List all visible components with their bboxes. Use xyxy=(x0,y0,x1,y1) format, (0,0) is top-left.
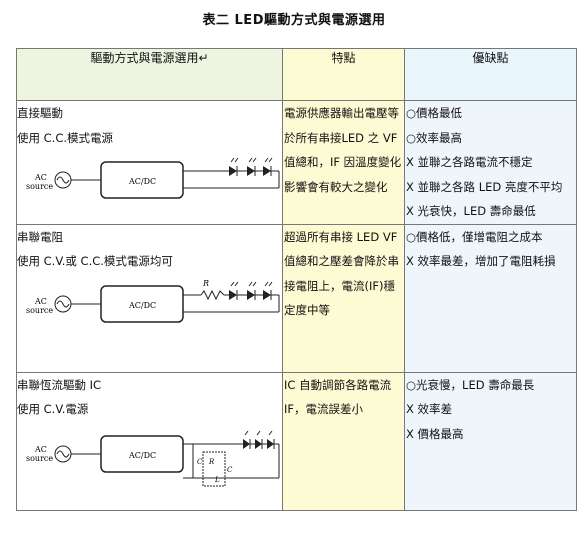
resistor-icon xyxy=(200,289,225,300)
pros-cons-item: X 並聯之各路電流不穩定 xyxy=(406,155,533,169)
row-supply: 使用 C.C.模式電源 xyxy=(17,130,114,145)
row-supply: 使用 C.V.或 C.C.模式電源均可 xyxy=(17,254,173,268)
row-supply: 使用 C.V.電源 xyxy=(17,402,89,416)
features-cell: IC 自動調節各路電流 IF，電流誤差小 xyxy=(282,371,405,511)
acdc-box xyxy=(100,434,184,473)
pros-cons-item: ○價格最低 xyxy=(406,106,463,120)
acdc-box xyxy=(100,284,184,323)
pros-cons-item: ○價格低，僅增電阻之成本 xyxy=(406,229,543,244)
features-text: 電源供應器輸出電壓等於所有串接LED 之 VF 值總和，IF 因溫度變化影響會有… xyxy=(284,106,402,194)
capacitor-label-2: C xyxy=(227,466,233,474)
circuit-diagram-resistor: AC source AC/DC R xyxy=(26,279,280,323)
resistor-label: R xyxy=(208,458,215,466)
acdc-box xyxy=(100,161,184,199)
pros-cons-cell: ○價格最低 ○效率最高 X 並聯之各路電流不穩定 X 並聯之各路 LED 亮度不… xyxy=(404,100,577,225)
pros-cons-item: X 效率差 xyxy=(406,402,453,416)
source-label: source xyxy=(26,182,53,191)
table-row: 串聯電阻 使用 C.V.或 C.C.模式電源均可 AC source AC/DC… xyxy=(16,223,577,373)
circuit-diagram-direct: AC source AC/DC xyxy=(26,157,280,199)
header-pros-cons: 優缺點 xyxy=(404,48,577,101)
pros-cons-item: X 價格最高 xyxy=(406,426,464,441)
features-cell: 超過所有串接 LED VF 值總和之壓差會降於串接電阻上，電流(IF)穩定度中等 xyxy=(282,223,405,373)
acdc-label: AC/DC xyxy=(128,301,156,310)
inductor-label: L xyxy=(214,476,220,484)
pros-cons-item: ○光衰慢，LED 壽命最長 xyxy=(406,377,535,392)
acdc-label: AC/DC xyxy=(128,177,156,186)
led-string-icon xyxy=(229,281,273,300)
drive-method-cell: 串聯電阻 使用 C.V.或 C.C.模式電源均可 AC source AC/DC… xyxy=(16,223,283,373)
source-label: source xyxy=(26,454,53,463)
pros-cons-item: X 效率最差，增加了電阻耗損 xyxy=(406,254,556,268)
circuit-diagram-ic: AC source AC/DC C R C L xyxy=(26,430,280,486)
acdc-label: AC/DC xyxy=(128,451,156,460)
row-name: 串聯恆流驅動 IC xyxy=(17,377,102,392)
features-text: IC 自動調節各路電流 IF，電流誤差小 xyxy=(284,377,392,417)
ac-label: AC xyxy=(34,297,47,306)
pros-cons-item: X 光衰快，LED 壽命最低 xyxy=(406,204,536,218)
header-drive-method: 驅動方式與電源選用↵ xyxy=(16,48,283,101)
pros-cons-item: X 並聯之各路 LED 亮度不平均 xyxy=(406,179,563,194)
resistor-label: R xyxy=(202,279,209,288)
capacitor-label: C xyxy=(197,458,203,466)
pros-cons-cell: ○價格低，僅增電阻之成本 X 效率最差，增加了電阻耗損 xyxy=(404,223,577,373)
driver-ic-icon xyxy=(202,451,226,486)
pros-cons-cell: ○光衰慢，LED 壽命最長 X 效率差 X 價格最高 xyxy=(404,371,577,511)
pros-cons-item: ○效率最高 xyxy=(406,130,463,145)
ac-label: AC xyxy=(34,173,47,182)
features-cell: 電源供應器輸出電壓等於所有串接LED 之 VF 值總和，IF 因溫度變化影響會有… xyxy=(282,100,405,225)
table-row: 串聯恆流驅動 IC 使用 C.V.電源 AC source AC/DC C R … xyxy=(16,371,577,511)
led-string-icon xyxy=(229,157,273,176)
led-drive-table: 驅動方式與電源選用↵ 特點 優缺點 直接驅動 使用 C.C.模式電源 AC so… xyxy=(16,48,577,511)
led-string-icon xyxy=(243,430,275,449)
header-features: 特點 xyxy=(282,48,405,101)
drive-method-cell: 直接驅動 使用 C.C.模式電源 AC source AC/DC xyxy=(16,100,283,225)
source-label: source xyxy=(26,306,53,315)
ac-label: AC xyxy=(34,445,47,454)
row-name: 直接驅動 xyxy=(17,106,63,120)
table-title: 表二 LED驅動方式與電源選用 xyxy=(202,13,386,28)
header-row: 驅動方式與電源選用↵ 特點 優缺點 xyxy=(16,48,577,101)
row-name: 串聯電阻 xyxy=(17,229,63,244)
drive-method-cell: 串聯恆流驅動 IC 使用 C.V.電源 AC source AC/DC C R … xyxy=(16,371,283,511)
table-row: 直接驅動 使用 C.C.模式電源 AC source AC/DC xyxy=(16,100,577,225)
features-text: 超過所有串接 LED VF 值總和之壓差會降於串接電阻上，電流(IF)穩定度中等 xyxy=(284,229,399,318)
